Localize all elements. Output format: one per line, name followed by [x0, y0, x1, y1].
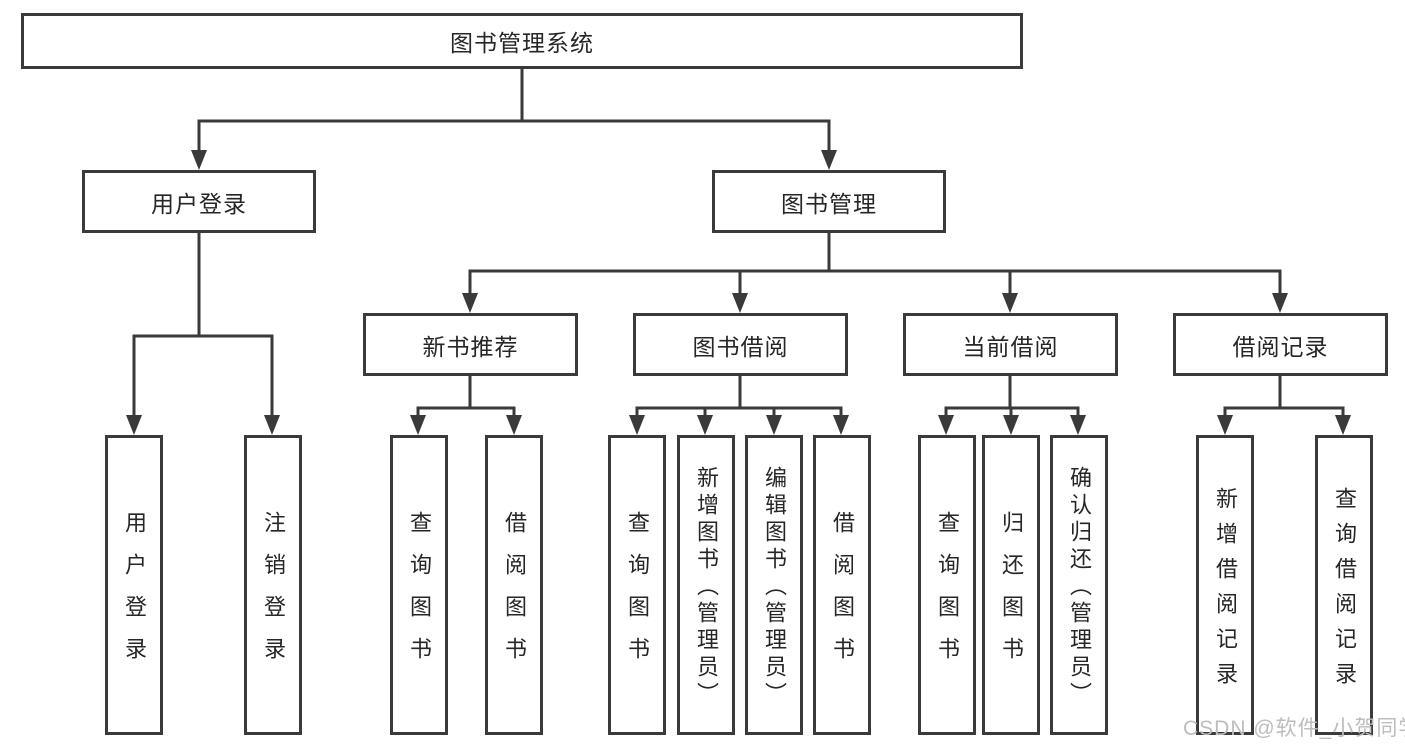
node-library-management-system: 图书管理系统	[21, 13, 1023, 69]
node-user-login: 用户登录	[82, 170, 316, 233]
leaf-query-books-recommend: 查询图书	[390, 435, 448, 735]
leaf-edit-book-admin: 编辑图书（管理员）	[745, 435, 803, 735]
leaf-confirm-return-admin: 确认归还（管理员）	[1050, 435, 1108, 735]
leaf-user-login: 用户登录	[105, 435, 163, 735]
leaf-borrow-books: 借阅图书	[813, 435, 871, 735]
node-current-borrowing: 当前借阅	[903, 313, 1118, 376]
leaf-add-borrow-record: 新增借阅记录	[1196, 435, 1254, 735]
leaf-query-books-current: 查询图书	[918, 435, 976, 735]
csdn-watermark: CSDN @软件_小贺同学	[1183, 717, 1405, 740]
node-book-borrowing: 图书借阅	[633, 313, 848, 376]
leaf-add-book-admin: 新增图书（管理员）	[677, 435, 735, 735]
leaf-query-books-borrow: 查询图书	[608, 435, 666, 735]
leaf-query-borrow-record: 查询借阅记录	[1315, 435, 1373, 735]
node-book-management: 图书管理	[712, 170, 946, 233]
leaf-borrow-books-recommend: 借阅图书	[485, 435, 543, 735]
leaf-logout: 注销登录	[244, 435, 302, 735]
node-new-book-recommendation: 新书推荐	[363, 313, 578, 376]
leaf-return-book: 归还图书	[982, 435, 1040, 735]
node-borrowing-records: 借阅记录	[1173, 313, 1388, 376]
